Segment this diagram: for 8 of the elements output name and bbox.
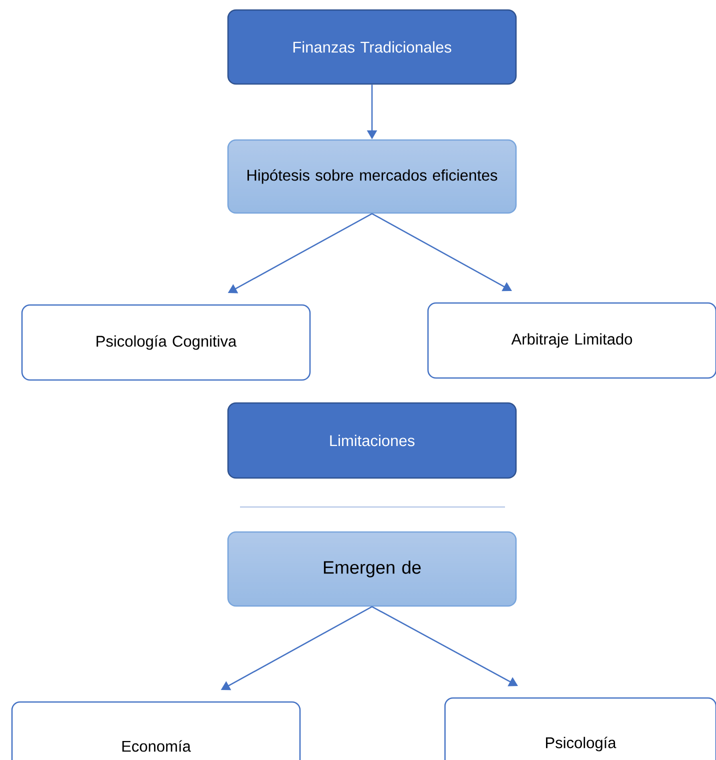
process-box: Psicología Cognitiva (21, 304, 311, 381)
process-box: Finanzas Tradicionales (227, 9, 517, 85)
process-box: Hipótesis sobre mercados eficientes (227, 139, 517, 214)
process-box: Economía (11, 701, 301, 760)
process-box: Emergen de (227, 531, 517, 607)
process-box: Limitaciones (227, 402, 517, 479)
process-box: Arbitraje Limitado (427, 302, 716, 379)
process-box: Psicología (444, 697, 716, 760)
